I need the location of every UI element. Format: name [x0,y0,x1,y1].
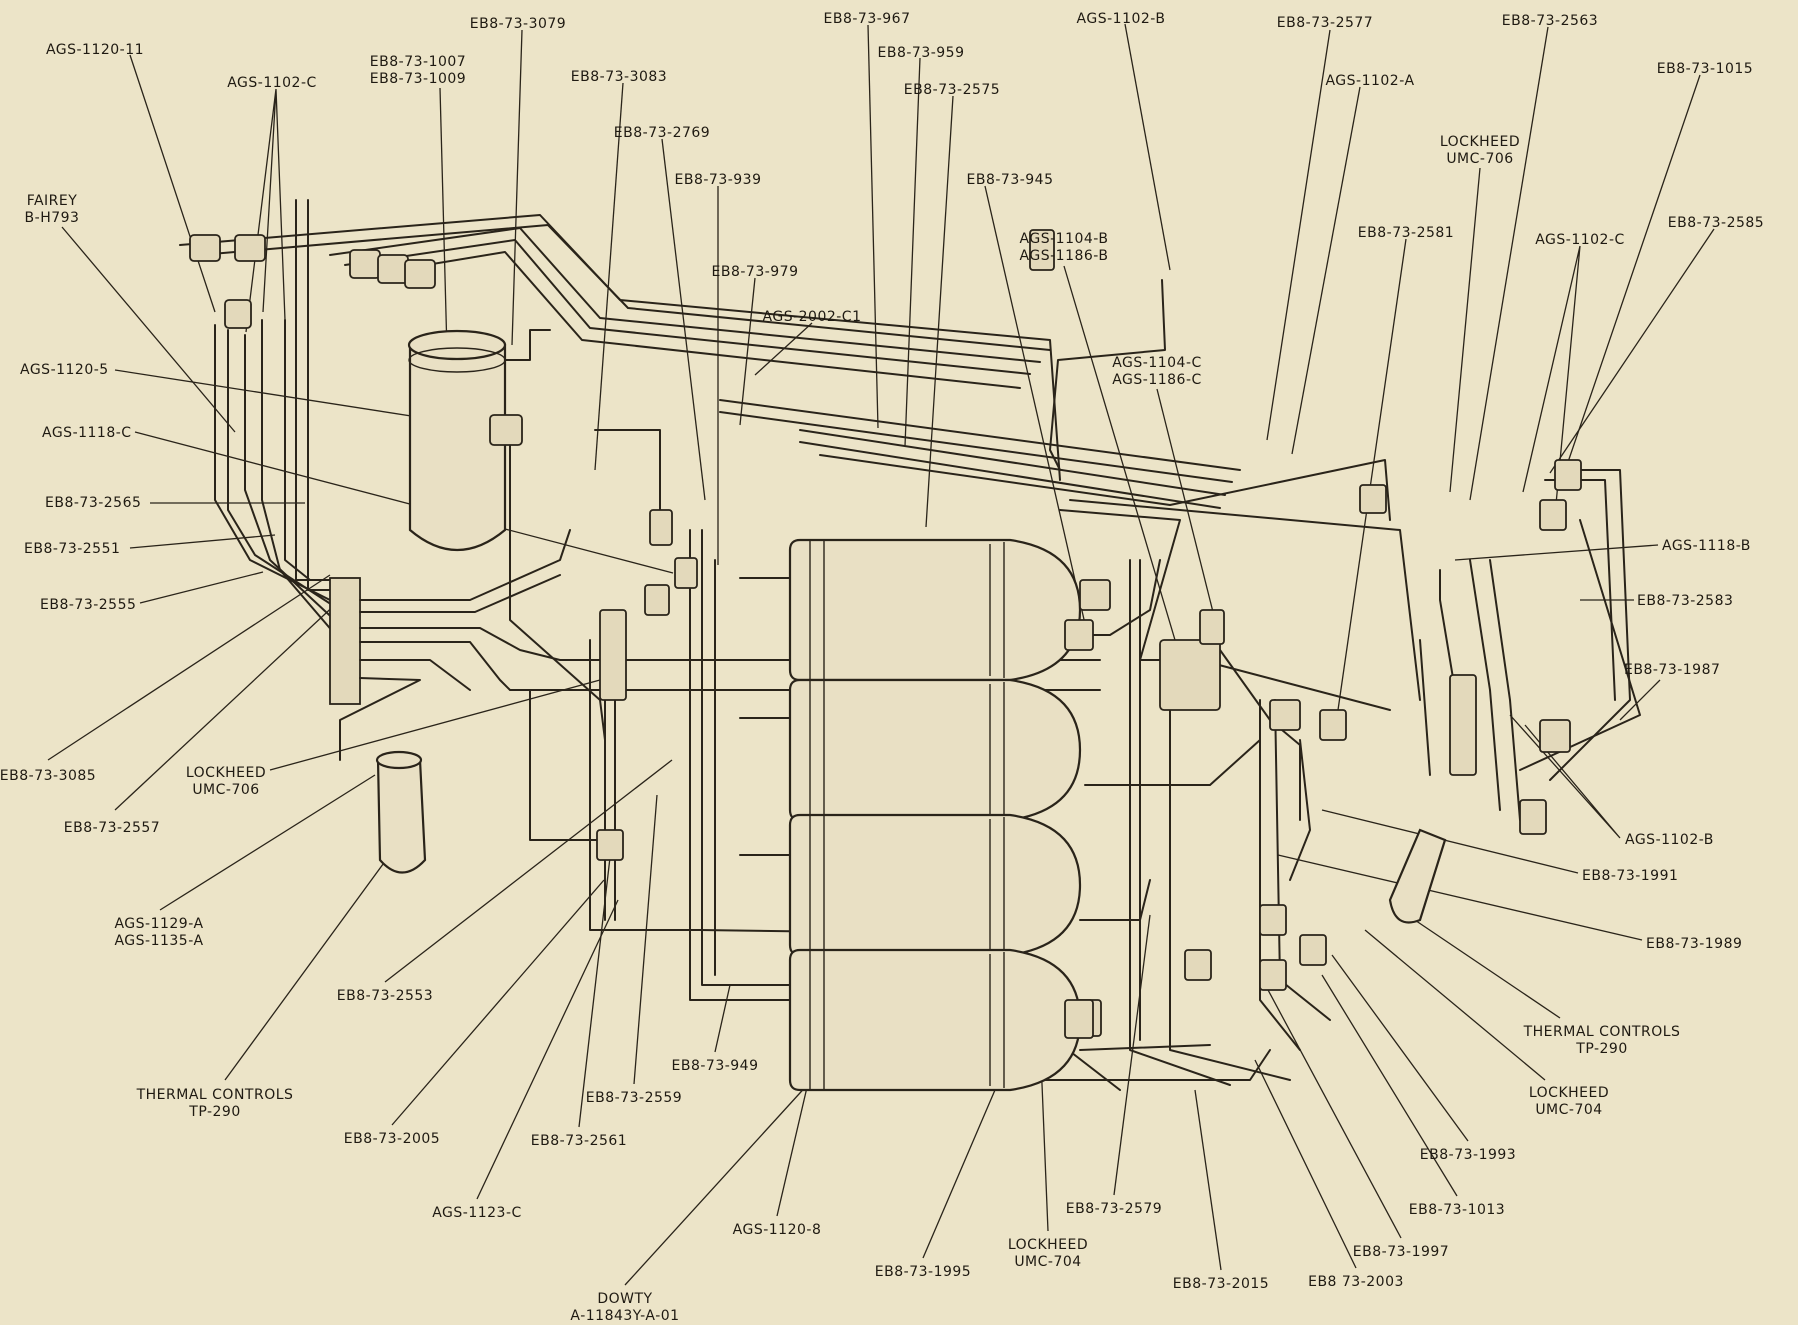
part-label: EB8-73-2563 [1501,13,1599,29]
part-label: AGS-1102-A [1325,73,1415,89]
part-label: EB8-73-2769 [613,125,711,141]
part-label: AGS-1118-B [1662,538,1751,554]
part-label: THERMAL CONTROLS TP-290 [136,1087,294,1120]
part-label: EB8-73-1991 [1582,868,1679,884]
part-label: AGS-2002-C1 [762,309,862,325]
thermal-controls-right [1388,828,1447,924]
part-label: EB8-73-2565 [45,495,142,511]
part-label: EB8-73-2581 [1357,225,1455,241]
part-label: EB8-73-3085 [0,768,97,784]
part-label: AGS-1102-B [1076,11,1166,27]
fittings [189,229,1582,1037]
part-label: EB8-73-1997 [1352,1244,1450,1260]
part-label: EB8-73-1987 [1624,662,1721,678]
part-label: EB8-73-2553 [336,988,434,1004]
part-label: EB8-73-3083 [570,69,668,85]
part-label: AGS-1104-B AGS-1186-B [1019,231,1109,264]
part-label: AGS-1120-8 [732,1222,822,1238]
part-label: AGS-1118-C [42,425,132,441]
part-label: EB8-73-2579 [1065,1201,1163,1217]
part-label: LOCKHEED UMC-704 [1528,1085,1610,1118]
part-label: EB8-73-2561 [530,1133,628,1149]
thermal-controls-left [375,750,427,874]
part-label: EB8-73-2575 [903,82,1001,98]
part-label: THERMAL CONTROLS TP-290 [1523,1024,1681,1057]
part-label: EB8-73-1013 [1408,1202,1506,1218]
part-label: EB8-73-1007 EB8-73-1009 [369,54,467,87]
part-label: EB8-73-2005 [343,1131,441,1147]
part-label: EB8-73-2585 [1667,215,1765,231]
part-label: AGS-1120-11 [45,42,145,58]
part-label: EB8-73-979 [711,264,799,280]
filter-canister [407,329,551,551]
part-label: AGS-1129-A AGS-1135-A [114,916,204,949]
lockheed-umc-704 [1064,999,1094,1039]
part-label: EB8-73-939 [674,172,762,188]
part-label: EB8-73-1989 [1646,936,1743,952]
part-label: EB8-73-959 [877,45,965,61]
part-label: EB8-73-3079 [469,16,567,32]
part-label: EB8-73-2555 [40,597,137,613]
part-label: EB8-73-2559 [585,1090,683,1106]
part-label: AGS-1102-C [1535,232,1625,248]
accumulator-bottles [788,538,1082,1092]
leader-lines [47,23,1715,1286]
part-label: LOCKHEED UMC-704 [1007,1237,1089,1270]
part-label: EB8-73-2015 [1172,1276,1270,1292]
part-label: EB8-73-949 [671,1058,759,1074]
part-label: AGS-1102-C [227,75,317,91]
part-label: EB8-73-2557 [63,820,161,836]
part-label: LOCKHEED UMC-706 [185,765,267,798]
part-label: EB8-73-1995 [874,1264,972,1280]
part-label: EB8-73-1993 [1419,1147,1517,1163]
part-label: EB8-73-2583 [1637,593,1734,609]
part-label: EB8-73-2577 [1276,15,1374,31]
part-label: AGS-1120-5 [20,362,109,378]
part-label: EB8-73-945 [966,172,1054,188]
part-label: FAIREY B-H793 [24,193,80,226]
part-label: LOCKHEED UMC-706 [1439,134,1521,167]
pipe-runs [179,199,1641,1091]
part-label: EB8-73-2551 [24,541,121,557]
part-label: AGS-1123-C [432,1205,522,1221]
part-label: EB8-73-1015 [1656,61,1754,77]
part-label: EB8-73-967 [823,11,911,27]
part-label: AGS-1102-B [1625,832,1714,848]
part-label: EB8 73-2003 [1308,1274,1404,1290]
part-label: AGS-1104-C AGS-1186-C [1112,355,1202,388]
